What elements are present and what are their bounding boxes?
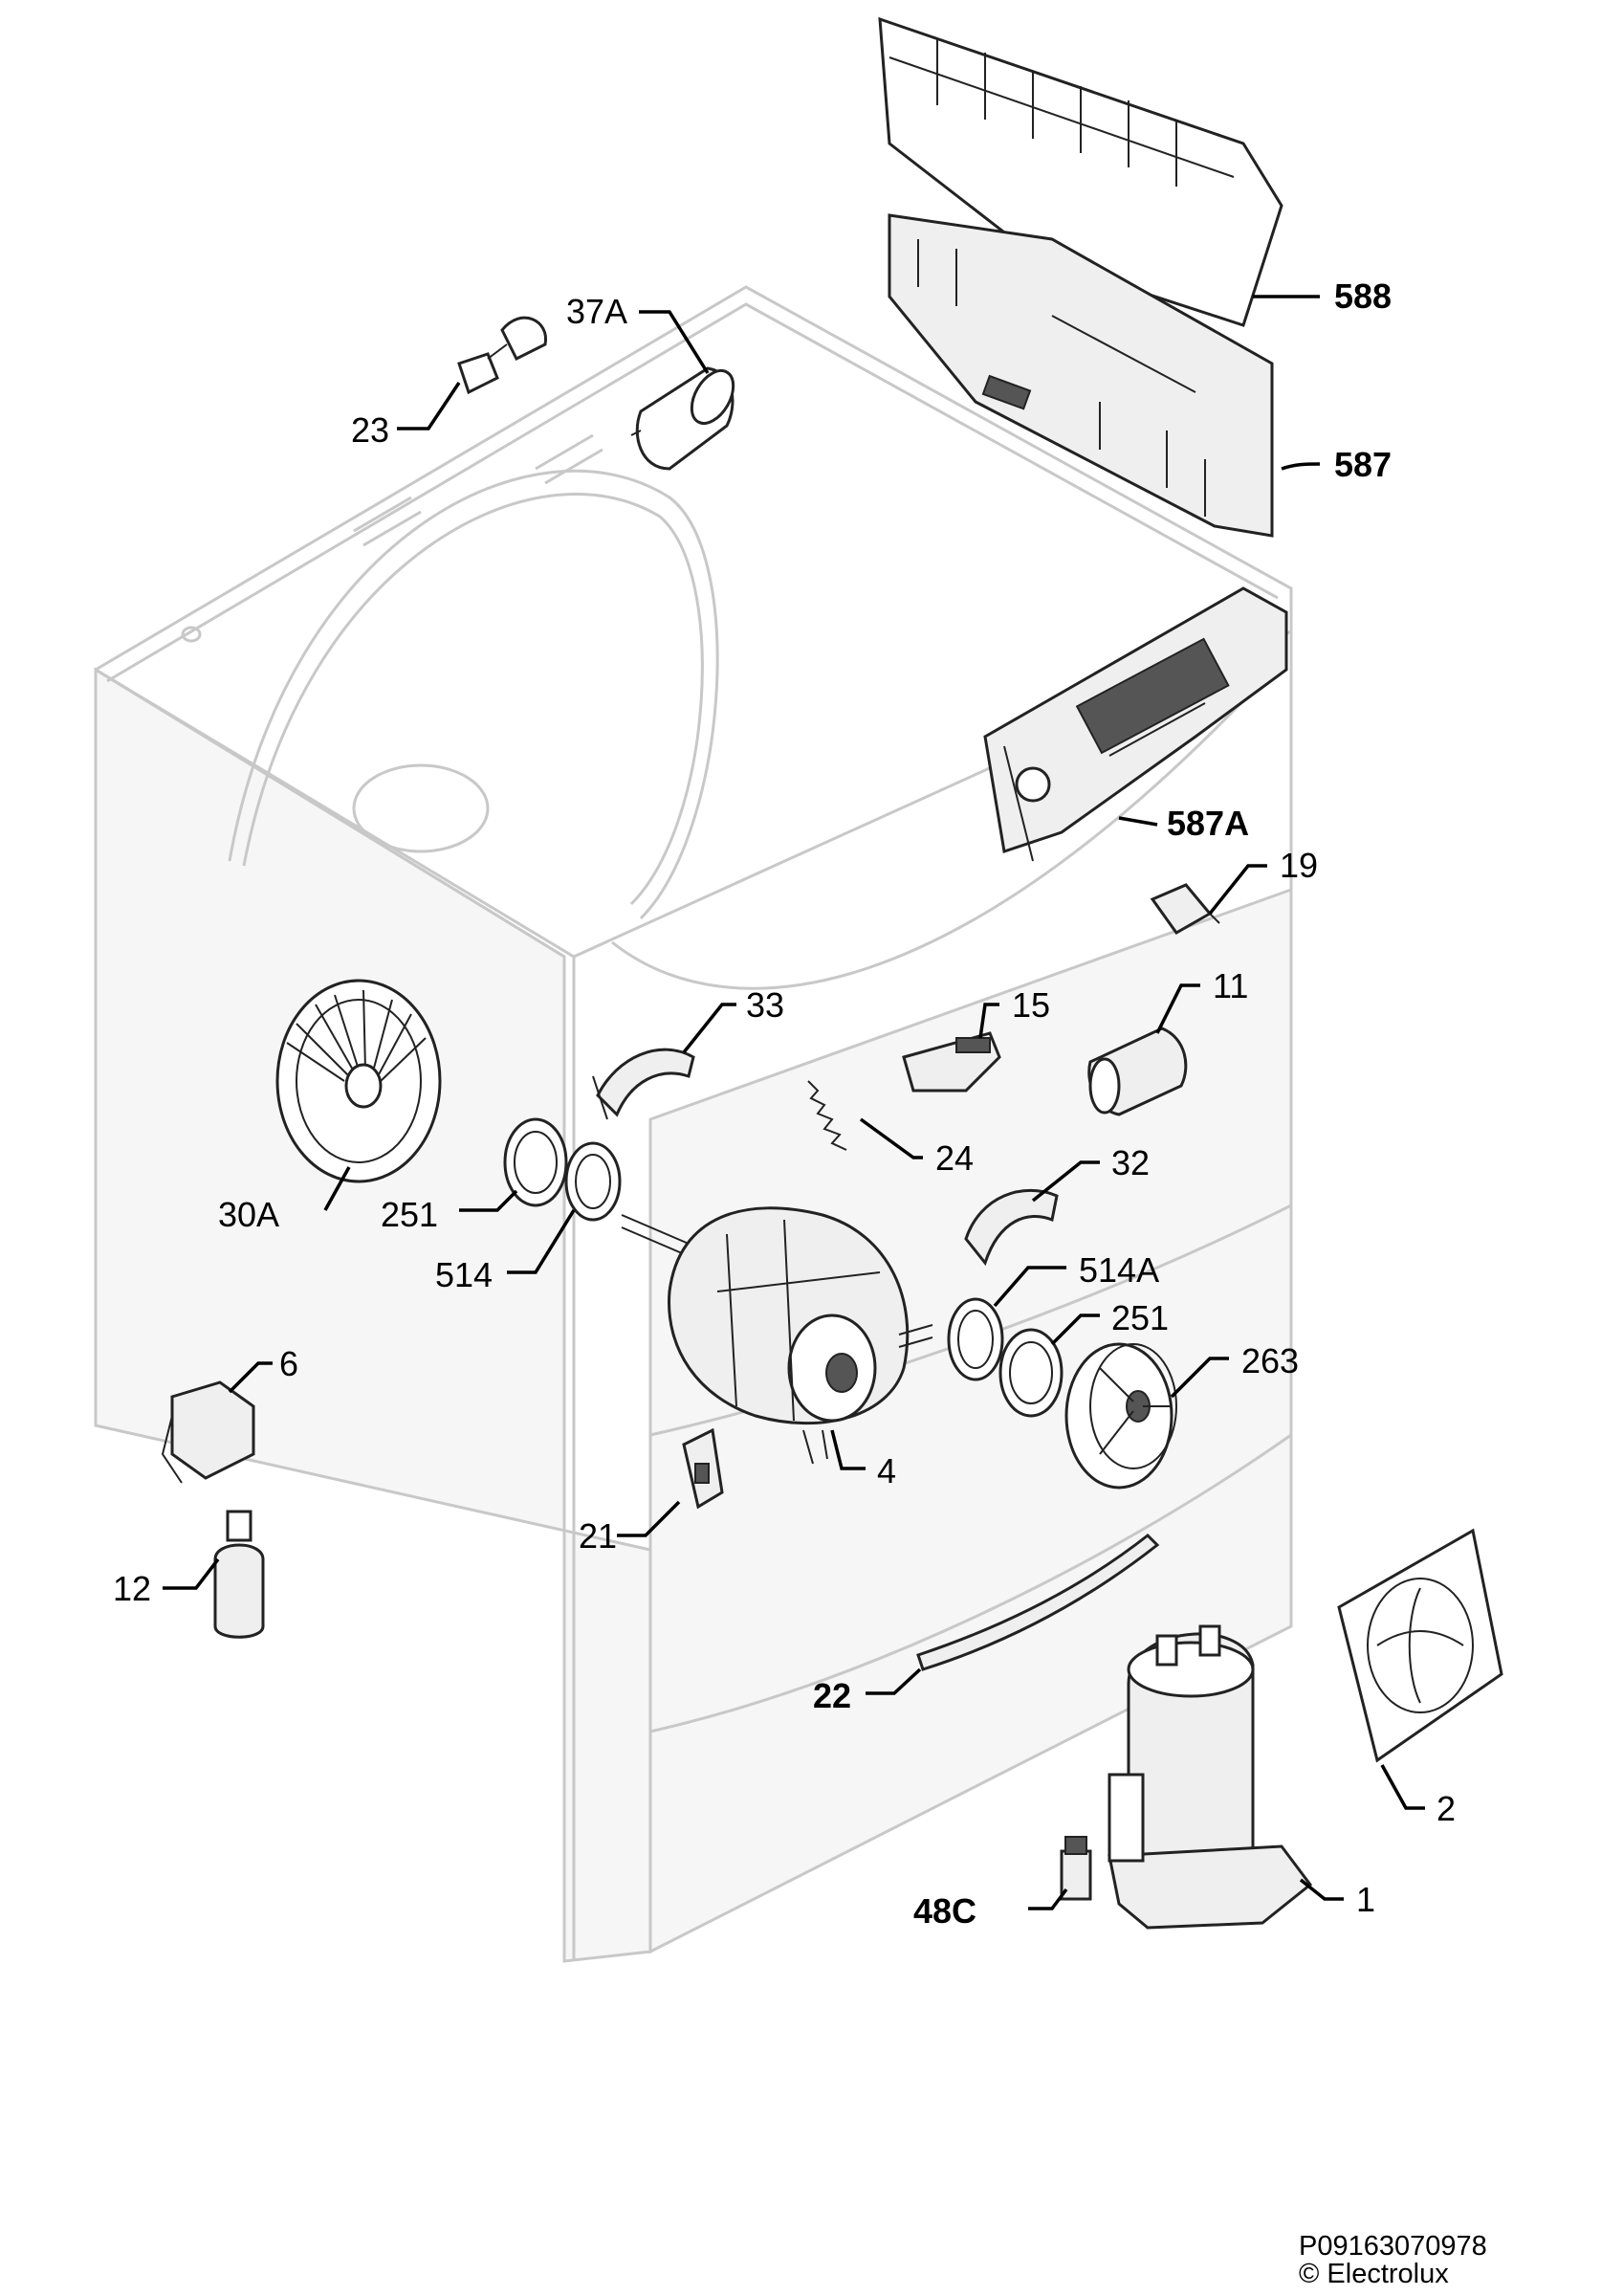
label-1: 1 bbox=[1356, 1880, 1375, 1919]
part-23 bbox=[457, 316, 547, 395]
label-587a: 587A bbox=[1167, 804, 1249, 843]
label-22: 22 bbox=[813, 1676, 851, 1715]
label-6: 6 bbox=[279, 1344, 298, 1383]
motor-4 bbox=[621, 1206, 933, 1465]
label-19: 19 bbox=[1280, 846, 1318, 885]
footer: P09163070978 © Electrolux bbox=[1299, 2231, 1487, 2289]
sensor-11 bbox=[1087, 1027, 1188, 1116]
copyright: © Electrolux bbox=[1299, 2259, 1449, 2289]
label-24: 24 bbox=[935, 1138, 974, 1178]
label-48c: 48C bbox=[913, 1891, 976, 1931]
cooling-fan-2 bbox=[1337, 1528, 1503, 1763]
label-4: 4 bbox=[877, 1451, 896, 1490]
label-33: 33 bbox=[746, 985, 784, 1025]
label-251-left: 251 bbox=[381, 1195, 438, 1234]
bearing-ring-251-right bbox=[998, 1328, 1064, 1418]
fan-wheel-30a bbox=[275, 979, 442, 1183]
compressor-1 bbox=[1108, 1624, 1313, 1930]
valve-6 bbox=[161, 1380, 255, 1484]
seal-ring-514a bbox=[947, 1297, 1004, 1381]
belt-22 bbox=[916, 1533, 1160, 1671]
label-2: 2 bbox=[1437, 1789, 1456, 1828]
switch-21 bbox=[682, 1427, 724, 1510]
label-30a: 30A bbox=[218, 1195, 279, 1234]
drawing-code: P09163070978 bbox=[1299, 2231, 1487, 2262]
leader-lines bbox=[163, 295, 1425, 1910]
label-514a: 514A bbox=[1079, 1250, 1159, 1290]
label-11: 11 bbox=[1213, 966, 1248, 1005]
label-12: 12 bbox=[113, 1569, 151, 1608]
spring-24 bbox=[807, 1080, 847, 1151]
bearing-ring-251-left bbox=[503, 1117, 568, 1207]
label-21: 21 bbox=[579, 1516, 617, 1556]
label-37a: 37A bbox=[566, 292, 627, 331]
label-23: 23 bbox=[351, 410, 389, 450]
bracket-33 bbox=[592, 1048, 695, 1120]
pulley-263 bbox=[1064, 1342, 1177, 1490]
seal-ring-514 bbox=[564, 1141, 622, 1222]
control-panel-587a bbox=[983, 586, 1288, 862]
label-588: 588 bbox=[1334, 276, 1392, 316]
bracket-32 bbox=[964, 1188, 1059, 1267]
capacitor-12 bbox=[213, 1510, 265, 1639]
label-263: 263 bbox=[1241, 1341, 1299, 1380]
dryer-cabinet bbox=[94, 285, 1293, 1963]
capacitor-37a bbox=[630, 366, 735, 471]
label-251-right: 251 bbox=[1111, 1298, 1169, 1337]
label-514: 514 bbox=[435, 1255, 493, 1294]
label-15: 15 bbox=[1012, 985, 1050, 1025]
label-32: 32 bbox=[1111, 1143, 1150, 1182]
label-587: 587 bbox=[1334, 445, 1392, 484]
part-labels: 588 587 37A 23 587A 19 33 15 11 24 32 30… bbox=[113, 276, 1456, 1931]
cover-lid-588 bbox=[878, 16, 1283, 327]
microswitch-15 bbox=[902, 1031, 1001, 1093]
electronic-board-587 bbox=[888, 213, 1274, 538]
